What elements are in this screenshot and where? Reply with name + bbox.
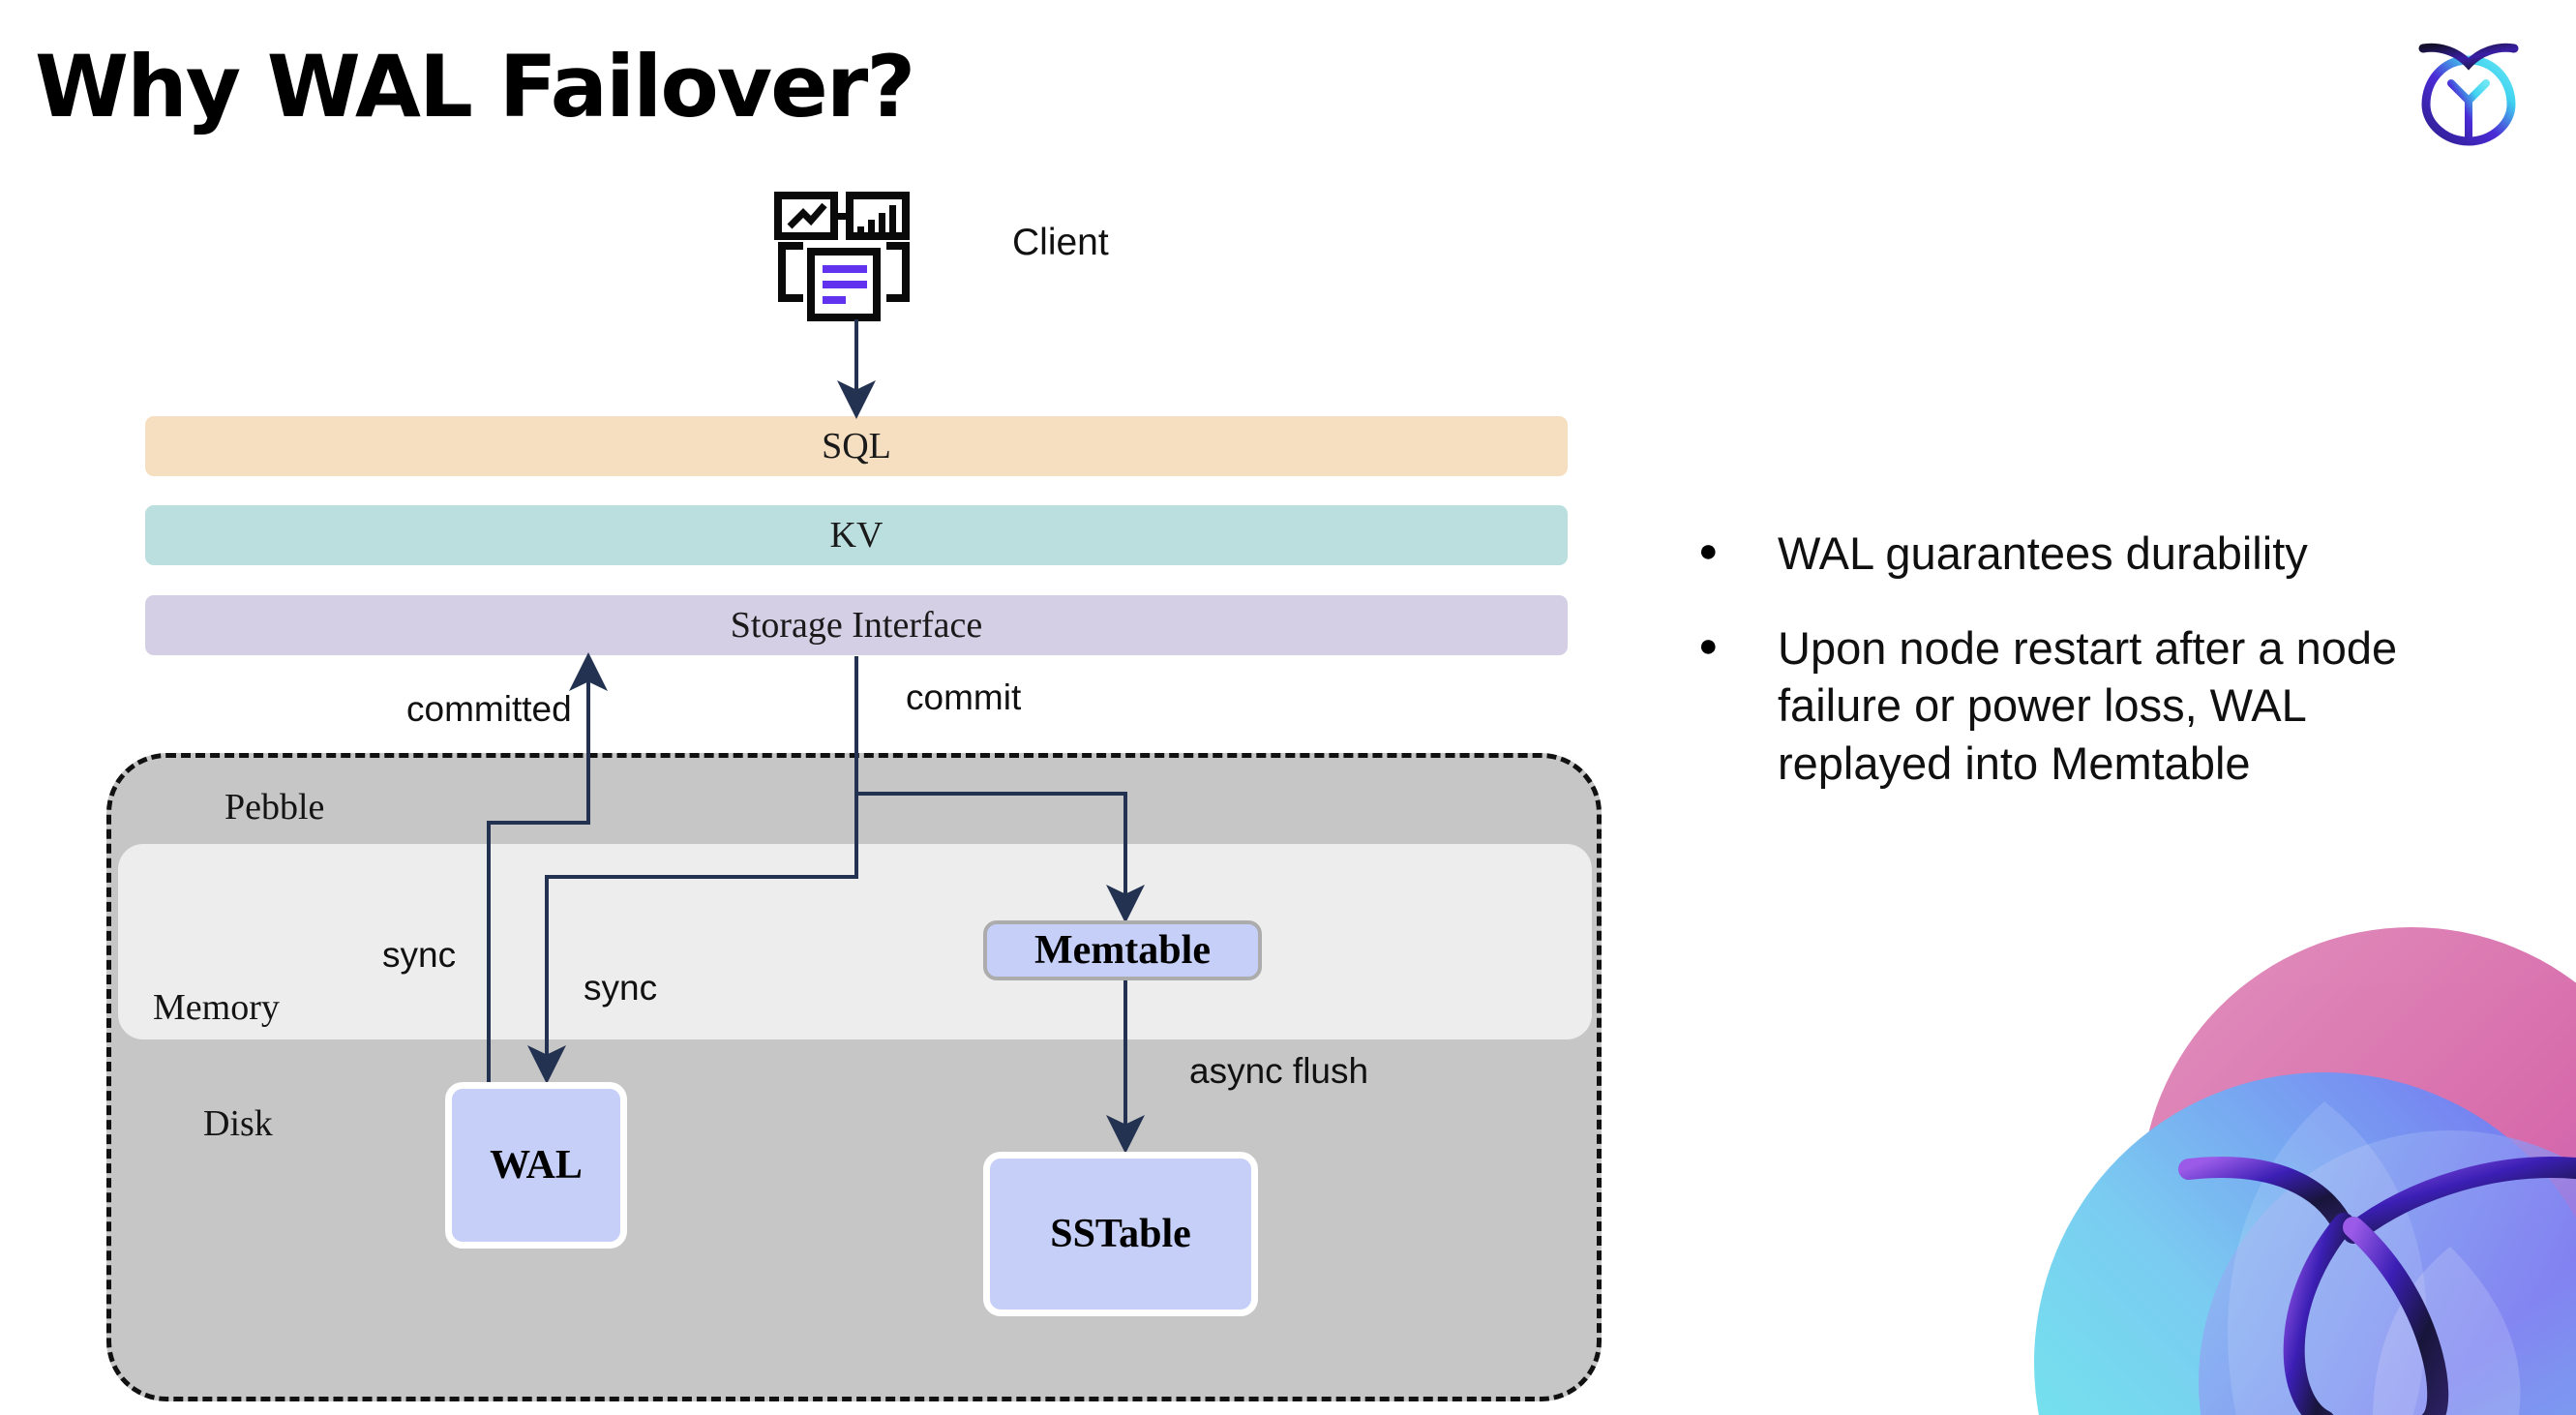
layer-bar-kv: KV xyxy=(145,505,1568,565)
layer-bar-storage-label: Storage Interface xyxy=(730,605,983,646)
list-item-text: Upon node restart after a node failure o… xyxy=(1778,621,2398,790)
list-item: ● WAL guarantees durability xyxy=(1698,525,2492,583)
cockroachdb-logo-icon xyxy=(2411,27,2526,147)
edge-label-commit: commit xyxy=(906,677,1022,717)
decorative-watermark xyxy=(1870,879,2576,1415)
notes-list: ● WAL guarantees durability ● Upon node … xyxy=(1698,525,2492,829)
memory-zone xyxy=(118,844,1592,1039)
edge-label-sync-1: sync xyxy=(382,935,457,975)
node-wal: WAL xyxy=(445,1082,627,1249)
bullet-icon: ● xyxy=(1698,626,1719,664)
client-label: Client xyxy=(1012,222,1109,263)
edge-label-async-flush: async flush xyxy=(1189,1051,1369,1091)
edge-label-committed: committed xyxy=(406,689,572,729)
node-wal-label: WAL xyxy=(490,1143,583,1188)
pebble-label: Pebble xyxy=(225,787,325,828)
list-item: ● Upon node restart after a node failure… xyxy=(1698,619,2492,793)
layer-bar-kv-label: KV xyxy=(829,515,884,556)
disk-label: Disk xyxy=(203,1103,273,1144)
bullet-icon: ● xyxy=(1698,532,1719,569)
layer-bar-storage: Storage Interface xyxy=(145,595,1568,655)
layer-bar-sql-label: SQL xyxy=(822,426,891,467)
client-terminal-icon xyxy=(774,192,929,327)
node-sstable-label: SSTable xyxy=(1050,1212,1191,1256)
edge-label-sync-2: sync xyxy=(584,968,658,1008)
node-memtable-label: Memtable xyxy=(1034,928,1211,973)
memory-label: Memory xyxy=(153,987,280,1028)
layer-bar-sql: SQL xyxy=(145,416,1568,476)
list-item-text: WAL guarantees durability xyxy=(1778,527,2308,579)
node-memtable: Memtable xyxy=(983,920,1262,980)
page-title: Why WAL Failover? xyxy=(35,37,915,136)
node-sstable: SSTable xyxy=(983,1152,1258,1316)
